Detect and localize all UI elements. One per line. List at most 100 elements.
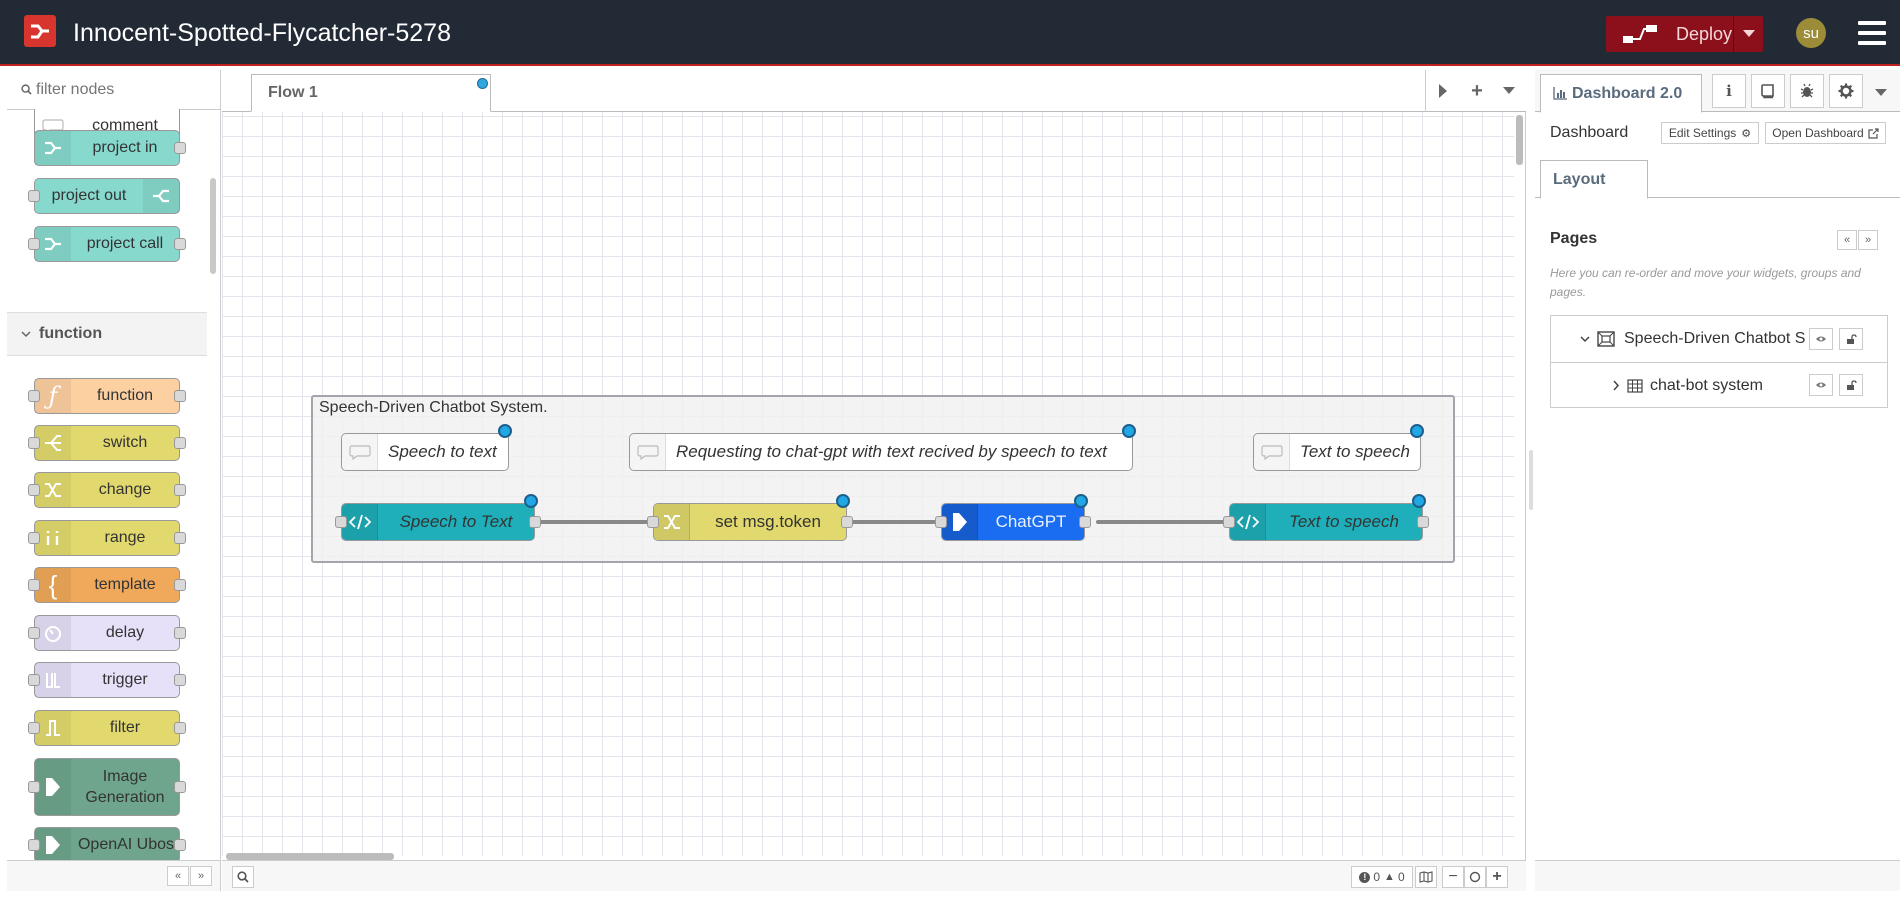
expand-pages-button[interactable]: »: [1858, 230, 1878, 250]
palette-node-delay[interactable]: delay: [28, 615, 186, 651]
palette-scrollbar[interactable]: [210, 178, 216, 274]
comment-node-speech-to-text[interactable]: Speech to text: [341, 424, 512, 471]
input-port[interactable]: [1223, 516, 1235, 528]
input-port[interactable]: [647, 516, 659, 528]
lock-toggle[interactable]: [1839, 374, 1863, 396]
tree-page-row[interactable]: Speech-Driven Chatbot S: [1551, 316, 1887, 362]
main-menu-icon[interactable]: [1858, 21, 1886, 45]
comment-node-requesting-chatgpt[interactable]: Requesting to chat-gpt with text recived…: [629, 424, 1136, 471]
input-port[interactable]: [28, 579, 40, 591]
collapse-all-button[interactable]: «: [167, 866, 189, 886]
palette-node-switch[interactable]: switch: [28, 425, 186, 461]
output-port[interactable]: [174, 839, 186, 851]
output-port[interactable]: [174, 579, 186, 591]
chevron-right-icon[interactable]: [1613, 380, 1620, 391]
input-port[interactable]: [28, 390, 40, 402]
category-header-function[interactable]: function: [7, 312, 207, 356]
visibility-toggle[interactable]: [1809, 328, 1833, 350]
flow-canvas[interactable]: Speech-Driven Chatbot System. Speech to …: [222, 112, 1514, 856]
palette-node-filter[interactable]: filter: [28, 710, 186, 746]
input-port[interactable]: [28, 484, 40, 496]
palette-node-trigger[interactable]: trigger: [28, 662, 186, 698]
lock-toggle[interactable]: [1839, 328, 1863, 350]
comment-icon: [342, 434, 378, 470]
input-port[interactable]: [28, 437, 40, 449]
help-tab[interactable]: [1751, 74, 1785, 108]
tab-flow-1[interactable]: Flow 1: [251, 74, 491, 112]
template-node-speech-to-text[interactable]: Speech to Text: [335, 494, 541, 541]
search-flows-button[interactable]: [232, 866, 254, 888]
visibility-toggle[interactable]: [1809, 374, 1833, 396]
expand-all-button[interactable]: »: [190, 866, 212, 886]
sidebar-resize-handle[interactable]: [1529, 450, 1533, 510]
navigator-map-button[interactable]: [1415, 866, 1437, 888]
palette-node-openai-ubos[interactable]: OpenAI Ubos: [28, 827, 186, 863]
node-label: Speech to Text: [399, 512, 513, 531]
user-avatar[interactable]: su: [1796, 18, 1826, 48]
open-dashboard-button[interactable]: Open Dashboard: [1765, 122, 1886, 144]
tab-dashboard-2[interactable]: Dashboard 2.0: [1540, 74, 1702, 113]
output-port[interactable]: [1417, 516, 1429, 528]
collapse-pages-button[interactable]: «: [1837, 230, 1857, 250]
output-port[interactable]: [174, 781, 186, 793]
comment-node-text-to-speech[interactable]: Text to speech: [1253, 424, 1424, 471]
wire[interactable]: [536, 520, 658, 524]
debug-tab[interactable]: [1790, 74, 1824, 108]
zoom-reset-button[interactable]: [1464, 866, 1486, 888]
output-port[interactable]: [174, 142, 186, 154]
output-port[interactable]: [174, 674, 186, 686]
output-port[interactable]: [174, 238, 186, 250]
palette-node-template[interactable]: { template: [28, 567, 186, 603]
edit-settings-button[interactable]: Edit Settings ⚙: [1661, 122, 1759, 144]
flow-list-icon[interactable]: [1492, 74, 1526, 108]
input-port[interactable]: [28, 238, 40, 250]
input-port[interactable]: [28, 532, 40, 544]
filter-nodes-input[interactable]: [36, 80, 216, 99]
output-port[interactable]: [174, 484, 186, 496]
output-port[interactable]: [174, 532, 186, 544]
output-port[interactable]: [841, 516, 853, 528]
chatgpt-node[interactable]: ChatGPT: [935, 494, 1091, 541]
output-port[interactable]: [529, 516, 541, 528]
input-port[interactable]: [28, 722, 40, 734]
output-port[interactable]: [174, 722, 186, 734]
deploy-button[interactable]: Deploy: [1606, 16, 1763, 52]
output-port[interactable]: [174, 437, 186, 449]
notification-counts-button[interactable]: ! 0 ▲ 0: [1351, 866, 1413, 888]
template-node-text-to-speech[interactable]: Text to speech: [1223, 494, 1429, 541]
tab-layout[interactable]: Layout: [1540, 160, 1648, 199]
canvas-horizontal-scrollbar[interactable]: [226, 853, 394, 860]
input-port[interactable]: [28, 839, 40, 851]
scroll-tabs-right-icon[interactable]: [1426, 74, 1460, 108]
palette-node-function[interactable]: ƒ function: [28, 378, 186, 414]
tree-group-row[interactable]: chat-bot system: [1551, 362, 1887, 408]
input-port[interactable]: [28, 674, 40, 686]
wire[interactable]: [850, 520, 966, 524]
add-flow-icon[interactable]: +: [1471, 79, 1483, 102]
palette-node-project-out[interactable]: project out: [28, 178, 180, 214]
output-port[interactable]: [174, 627, 186, 639]
palette-node-project-call[interactable]: project call: [28, 226, 186, 262]
input-port[interactable]: [935, 516, 947, 528]
config-tab[interactable]: [1829, 74, 1863, 108]
input-port[interactable]: [28, 190, 40, 202]
palette-node-change[interactable]: change: [28, 472, 186, 508]
canvas-vertical-scrollbar[interactable]: [1516, 115, 1523, 165]
chevron-down-icon[interactable]: [1580, 336, 1590, 343]
output-port[interactable]: [1079, 516, 1091, 528]
input-port[interactable]: [335, 516, 347, 528]
palette-node-project-in[interactable]: project in: [34, 130, 186, 166]
info-tab[interactable]: i: [1712, 74, 1746, 108]
change-node-set-msg-token[interactable]: set msg.token: [647, 494, 853, 541]
input-port[interactable]: [28, 781, 40, 793]
sidebar-tabs-menu-icon[interactable]: [1875, 84, 1887, 102]
deploy-options-button[interactable]: [1733, 16, 1763, 52]
palette-node-range[interactable]: range: [28, 520, 186, 556]
wire[interactable]: [1096, 520, 1250, 524]
group-name: chat-bot system: [1650, 377, 1763, 394]
palette-node-image-generation[interactable]: Image Generation: [28, 758, 186, 816]
zoom-in-button[interactable]: +: [1486, 866, 1508, 888]
zoom-out-button[interactable]: −: [1442, 866, 1464, 888]
input-port[interactable]: [28, 627, 40, 639]
output-port[interactable]: [174, 390, 186, 402]
